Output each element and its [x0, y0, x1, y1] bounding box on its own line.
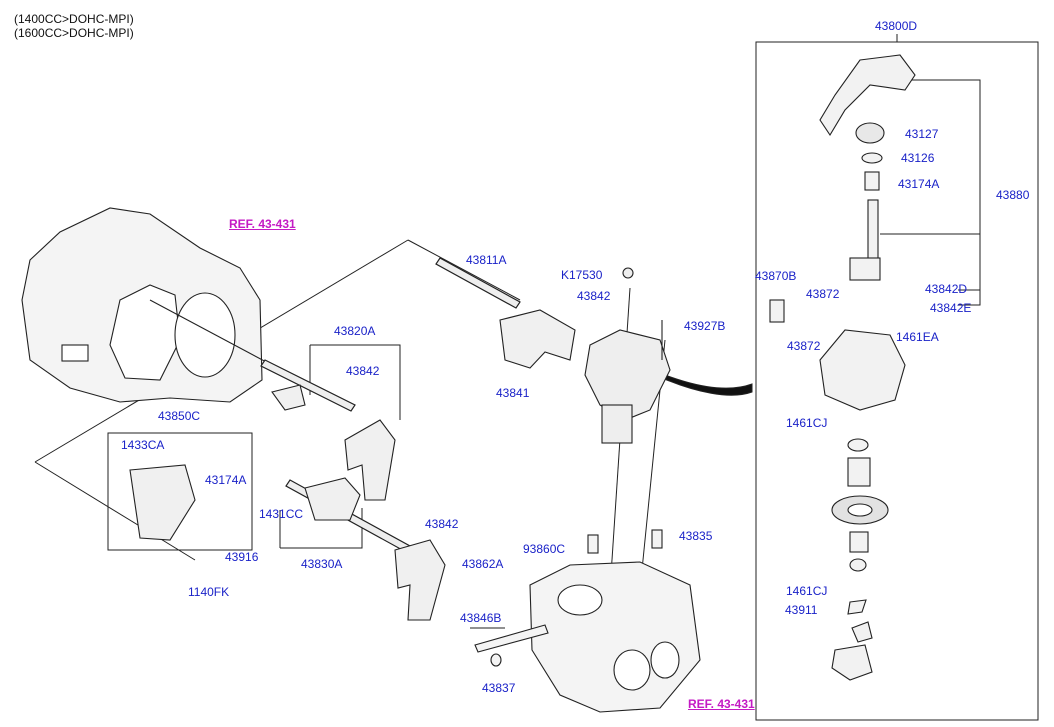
part-43127 — [855, 122, 885, 144]
label-43800D: 43800D — [875, 19, 918, 33]
ref-link-top[interactable]: REF. 43-431 — [229, 217, 296, 231]
spring-upper — [847, 457, 871, 487]
lever-bottom — [831, 644, 873, 681]
label-K17530: K17530 — [561, 268, 603, 282]
label-1431CC: 1431CC — [259, 507, 304, 521]
transmission-case-left — [21, 207, 301, 403]
label-93860C: 93860C — [523, 542, 566, 556]
label-43835: 43835 — [679, 529, 713, 543]
label-1140FK: 1140FK — [188, 585, 230, 599]
part-43126 — [861, 152, 883, 164]
control-housing-middle — [584, 267, 671, 444]
label-43841: 43841 — [496, 386, 530, 400]
label-43126: 43126 — [901, 151, 935, 165]
label-43842-b: 43842 — [346, 364, 380, 378]
label-43842-a: 43842 — [577, 289, 611, 303]
label-43842-c: 43842 — [425, 517, 459, 531]
housing-right — [819, 329, 906, 411]
label-43830A: 43830A — [301, 557, 343, 571]
label-43174A-left: 43174A — [205, 473, 247, 487]
label-43872-top: 43872 — [806, 287, 840, 301]
label-43820A: 43820A — [334, 324, 376, 338]
label-43842E: 43842E — [930, 301, 972, 315]
label-43927B: 43927B — [684, 319, 726, 333]
label-43862A: 43862A — [462, 557, 504, 571]
detail-arrow — [661, 374, 753, 396]
label-43846B: 43846B — [460, 611, 502, 625]
part-43174A — [864, 171, 880, 191]
part-43870B — [769, 299, 785, 323]
transmission-case-bottom — [474, 529, 701, 713]
label-43850C: 43850C — [158, 409, 201, 423]
label-43811A: 43811A — [466, 253, 507, 267]
spring-lower — [849, 531, 869, 553]
lever-43800D — [819, 54, 916, 137]
label-43127: 43127 — [905, 127, 939, 141]
label-1461CJ-bottom: 1461CJ — [786, 584, 828, 598]
label-43911: 43911 — [785, 603, 818, 617]
engine-spec-line-2: (1600CC>DOHC-MPI) — [14, 26, 134, 40]
label-43837: 43837 — [482, 681, 516, 695]
engine-spec-line-1: (1400CC>DOHC-MPI) — [14, 12, 134, 26]
label-43872-bottom: 43872 — [787, 339, 821, 353]
label-1461EA: 1461EA — [896, 330, 939, 344]
label-43870B: 43870B — [755, 269, 797, 283]
control-lever-stack — [769, 54, 916, 681]
label-43842D: 43842D — [925, 282, 968, 296]
bracket-43880 — [900, 79, 981, 306]
clip-43911 — [847, 599, 867, 615]
label-43174A-right: 43174A — [898, 177, 940, 191]
label-43916: 43916 — [225, 550, 259, 564]
label-1433CA: 1433CA — [121, 438, 165, 452]
ref-link-bottom[interactable]: REF. 43-431 — [688, 697, 755, 711]
shift-forks — [129, 309, 576, 621]
label-1461CJ-top: 1461CJ — [786, 416, 828, 430]
label-43880: 43880 — [996, 188, 1030, 202]
